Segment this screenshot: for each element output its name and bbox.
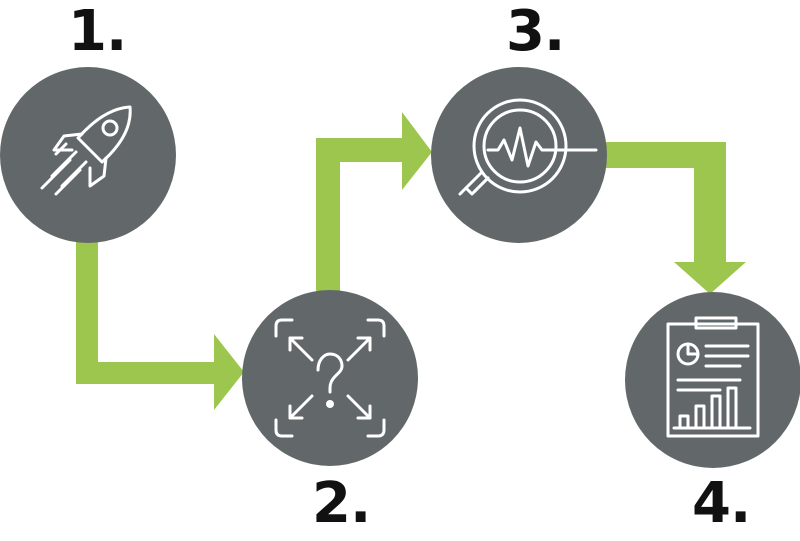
rocket-icon [42,107,130,194]
step-4-number: 4. [692,471,751,536]
step-2 [242,290,418,466]
step-1 [0,67,176,243]
step-2-number: 2. [312,471,371,536]
connector-arrows [76,112,746,410]
arrow-1-to-2 [76,230,244,410]
step-3-number: 3. [506,0,565,64]
step-3 [431,67,607,243]
arrow-2-to-3 [316,112,432,300]
question-expand-icon [276,320,384,436]
step-3-circle [431,67,607,243]
magnifier-pulse-icon [460,100,596,194]
step-1-number: 1. [68,0,127,64]
step-2-circle [242,290,418,466]
step-1-circle [0,67,176,243]
step-4 [625,292,800,468]
arrow-3-to-4 [596,142,746,294]
report-chart-icon [668,318,758,436]
